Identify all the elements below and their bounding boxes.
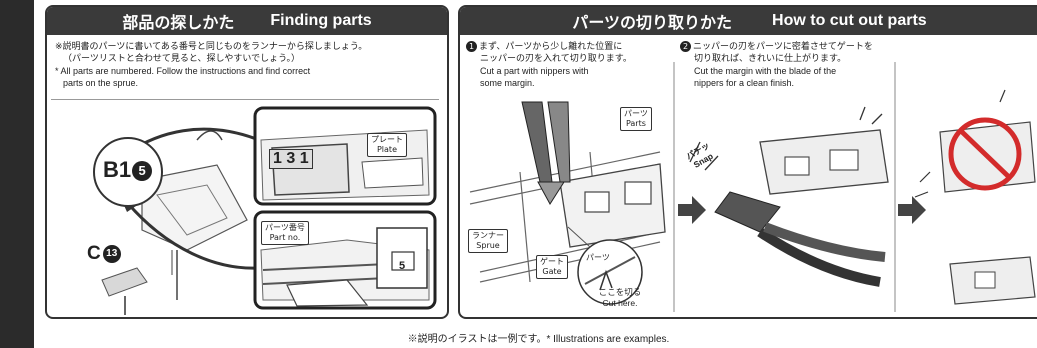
cutting-illustration (469, 62, 1036, 312)
step-2-badge: 2 (680, 41, 691, 52)
cutting-title-en: How to cut out parts (772, 12, 927, 29)
part-number-c-badge: 13 (102, 244, 121, 263)
cutting-parts-header: パーツの切り取りかた How to cut out parts (460, 7, 1037, 35)
zoom-parts-label: パーツ (586, 253, 610, 262)
finding-parts-panel: 部品の探しかた Finding parts ※説明書のパーツに書いてある番号と同… (45, 5, 449, 319)
left-binding-edge (0, 0, 34, 348)
finding-note-jp-2: （パーツリストと合わせて見ると、探しやすいでしょう。） (63, 54, 301, 64)
divider (51, 99, 439, 100)
finding-instructions: ※説明書のパーツに書いてある番号と同じものをランナーから探しましょう。 （パーツ… (55, 41, 443, 89)
step-1-badge: 1 (466, 41, 477, 52)
finding-title-jp: 部品の探しかた (122, 13, 235, 32)
finding-note-jp-1: ※説明書のパーツに書いてある番号と同じものをランナーから探しましょう。 (55, 42, 368, 52)
sprue-number-tag: 1 3 1 (269, 149, 313, 169)
footer-note: ※説明のイラストは一例です。* Illustrations are exampl… (407, 334, 670, 345)
part-number-b-badge: 5 (132, 161, 153, 182)
finding-illustration (101, 106, 437, 315)
finding-note-en-1: * All parts are numbered. Follow the ins… (55, 66, 311, 76)
finding-note-en-2: parts on the sprue. (63, 78, 139, 88)
finding-parts-header: 部品の探しかた Finding parts (47, 7, 447, 35)
sprue-number-5: 5 (399, 260, 406, 272)
cutting-title-jp: パーツの切り取りかた (572, 13, 733, 32)
finding-title-en: Finding parts (270, 12, 372, 29)
